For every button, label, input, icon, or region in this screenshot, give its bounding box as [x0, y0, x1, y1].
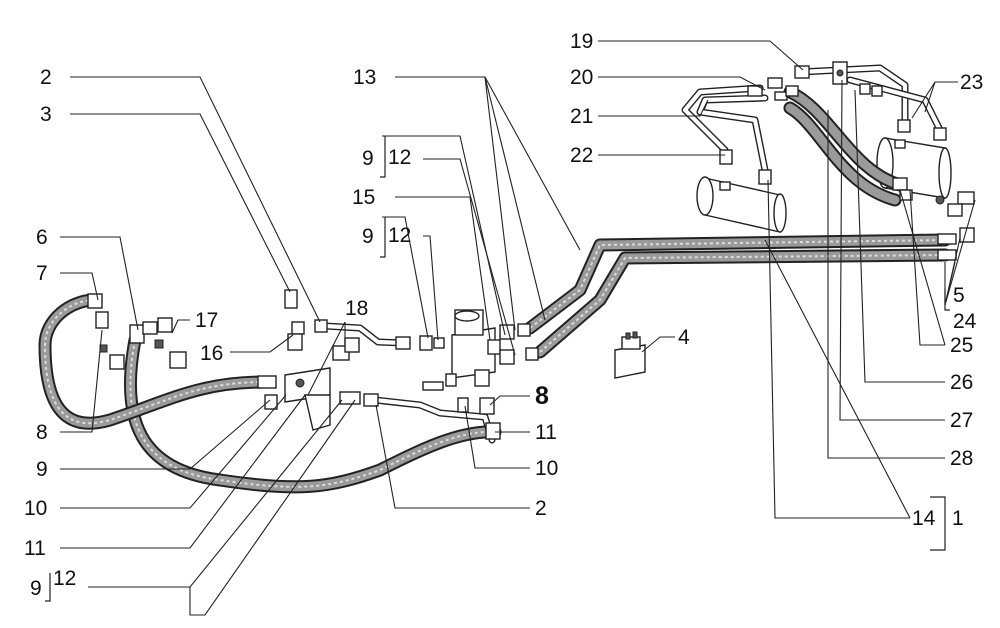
cylinder-lower — [696, 176, 787, 233]
callout-4: 4 — [678, 326, 690, 349]
callout-28: 28 — [950, 447, 973, 470]
callout-27: 27 — [950, 409, 973, 432]
central-block-18 — [264, 367, 361, 431]
callout-22: 22 — [570, 144, 593, 167]
switch-4 — [614, 331, 646, 379]
callout-20: 20 — [570, 66, 593, 89]
callout-12-b: 12 — [53, 567, 76, 590]
callout-2-top: 2 — [40, 66, 52, 89]
callout-15: 15 — [352, 186, 375, 209]
callout-14: 14 — [912, 507, 936, 530]
callouts: 2 3 6 7 8 9 10 11 9 12 16 17 18 13 9 12 … — [24, 30, 983, 600]
callout-5: 5 — [953, 284, 965, 307]
hose-left-7 — [38, 293, 277, 430]
callout-12-d: 12 — [388, 224, 411, 247]
callout-11-a: 11 — [24, 537, 46, 560]
callout-8-left: 8 — [36, 421, 48, 444]
callout-10-mid: 10 — [535, 457, 558, 480]
callout-13: 13 — [353, 66, 376, 89]
callout-19: 19 — [570, 30, 593, 53]
callout-26: 26 — [950, 371, 973, 394]
cylinder-upper — [876, 137, 952, 199]
callout-9-d: 9 — [362, 225, 374, 248]
hose-pair-long — [523, 233, 952, 359]
fittings-left — [99, 289, 360, 370]
callout-23: 23 — [960, 71, 983, 94]
rigid-pipes-top — [681, 61, 947, 185]
callout-2-bottom: 2 — [535, 497, 547, 520]
callout-12-c: 12 — [388, 146, 411, 169]
callout-25: 25 — [950, 334, 973, 357]
callout-9-a: 9 — [36, 458, 48, 481]
callout-8-mid: 8 — [535, 382, 549, 410]
callout-6: 6 — [36, 226, 48, 249]
brackets — [45, 136, 950, 602]
callout-9-b: 9 — [30, 577, 42, 600]
callout-9-c: 9 — [362, 147, 374, 170]
callout-17: 17 — [195, 309, 218, 332]
callout-3: 3 — [40, 103, 52, 126]
pipe-2-bottom — [363, 373, 501, 444]
callout-7: 7 — [36, 262, 48, 285]
callout-11-mid: 11 — [535, 421, 557, 444]
valve-block-15 — [451, 309, 539, 387]
callout-1: 1 — [952, 507, 964, 530]
leader-lines — [60, 40, 976, 616]
callout-24: 24 — [953, 310, 977, 333]
callout-16: 16 — [200, 342, 223, 365]
callout-10-a: 10 — [24, 497, 47, 520]
callout-21: 21 — [570, 105, 593, 128]
callout-18: 18 — [345, 297, 368, 320]
